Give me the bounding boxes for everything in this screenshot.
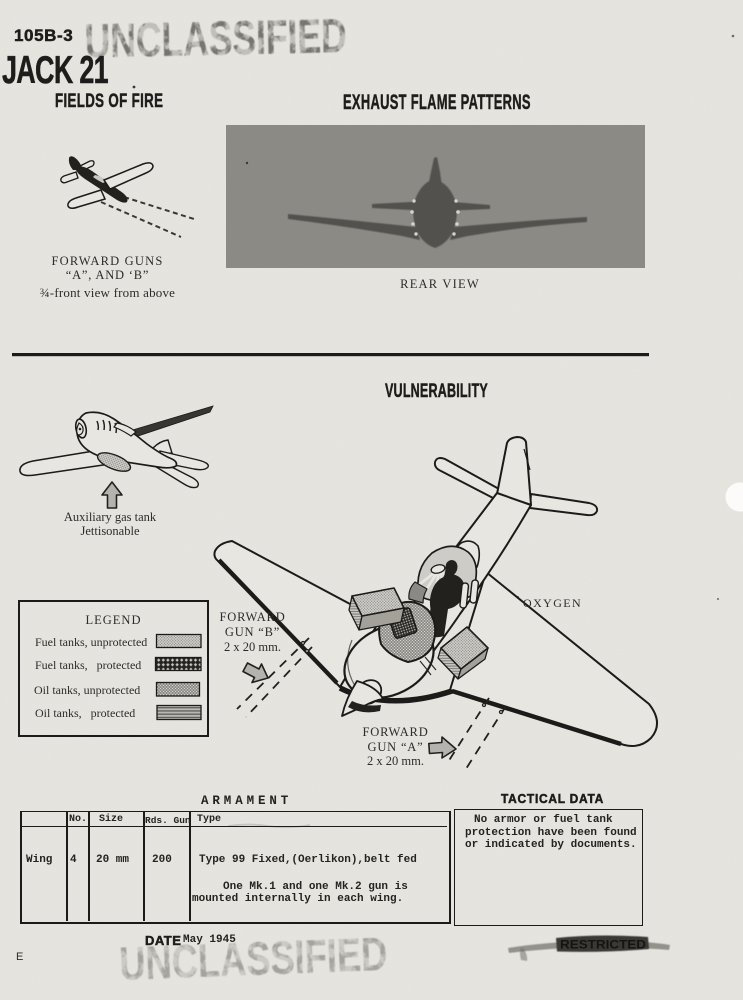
svg-text:UNCLASSIFIED: UNCLASSIFIED <box>118 927 388 990</box>
svg-text:RESTRICTED: RESTRICTED <box>560 938 646 952</box>
svg-text:UNCLASSIFIED: UNCLASSIFIED <box>118 927 388 990</box>
svg-text:UNCLASSIFIED: UNCLASSIFIED <box>84 10 347 68</box>
svg-text:UNCLASSIFIED: UNCLASSIFIED <box>84 10 347 68</box>
